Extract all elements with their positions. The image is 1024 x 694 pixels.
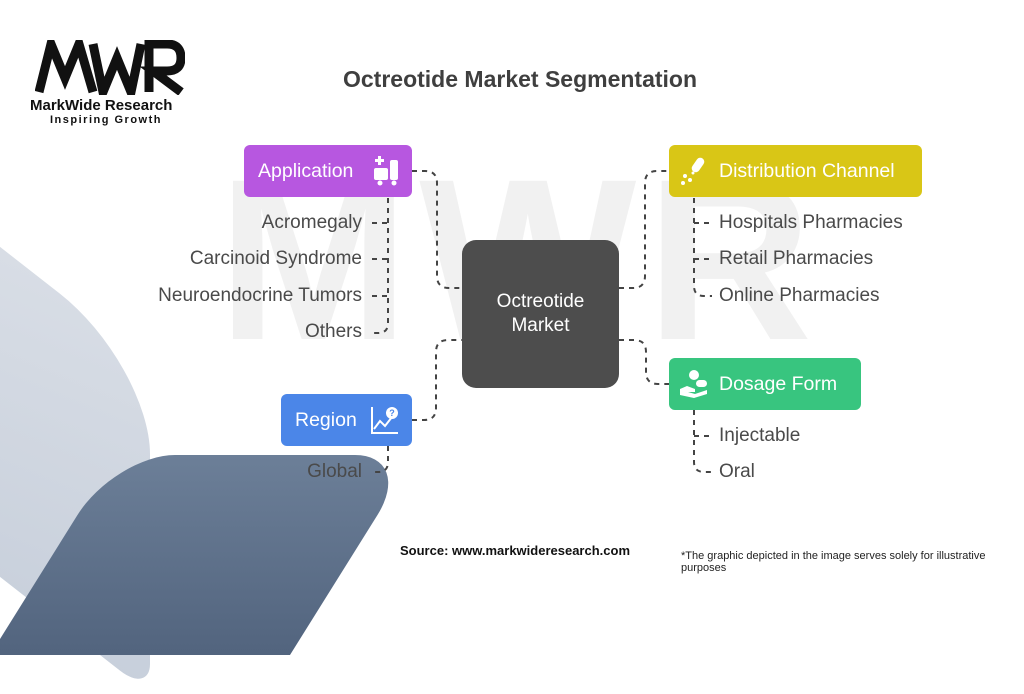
logo-name: MarkWide Research bbox=[30, 97, 173, 114]
segment-dosage-form: Dosage Form bbox=[669, 358, 861, 410]
connector-dosage bbox=[619, 339, 669, 385]
connector-distribution bbox=[619, 170, 669, 289]
connector-application-items bbox=[372, 198, 389, 334]
connector-distribution-items bbox=[693, 198, 712, 297]
list-item: Acromegaly bbox=[261, 212, 362, 233]
segment-region-label: Region bbox=[295, 408, 357, 431]
chart-question-icon: ? bbox=[371, 407, 398, 434]
list-item: Online Pharmacies bbox=[719, 285, 880, 306]
connector-application bbox=[412, 170, 462, 289]
segment-application-label: Application bbox=[258, 159, 354, 182]
segment-dosage-form-label: Dosage Form bbox=[719, 372, 838, 395]
list-item: Hospitals Pharmacies bbox=[719, 212, 903, 233]
logo: MarkWide Research Inspiring Growth bbox=[30, 40, 200, 126]
segment-distribution-channel: Distribution Channel bbox=[669, 145, 922, 197]
connector-region bbox=[412, 339, 462, 421]
list-item: Oral bbox=[719, 461, 755, 482]
list-item: Others bbox=[304, 321, 362, 342]
segment-region: Region ? bbox=[281, 394, 412, 446]
list-item: Injectable bbox=[719, 425, 801, 446]
disclaimer-note: *The graphic depicted in the image serve… bbox=[681, 550, 986, 574]
list-item: Global bbox=[307, 461, 362, 482]
hand-pill-icon bbox=[680, 370, 707, 398]
list-item: Neuroendocrine Tumors bbox=[158, 285, 362, 306]
connector-region-items bbox=[372, 446, 389, 473]
connector-dosage-items bbox=[693, 410, 712, 473]
segment-distribution-channel-label: Distribution Channel bbox=[719, 159, 895, 182]
svg-text:?: ? bbox=[389, 408, 395, 418]
list-item: Carcinoid Syndrome bbox=[189, 248, 362, 269]
medical-supplies-icon bbox=[374, 156, 398, 186]
page-title: Octreotide Market Segmentation bbox=[343, 66, 698, 92]
logo-mark-icon bbox=[35, 40, 185, 95]
center-node: Octreotide Market bbox=[462, 240, 619, 388]
logo-tagline: Inspiring Growth bbox=[50, 114, 162, 126]
segment-application: Application bbox=[244, 145, 412, 197]
connector-lines bbox=[372, 170, 712, 473]
pill-bottle-icon bbox=[681, 157, 705, 185]
source-note: Source: www.markwideresearch.com bbox=[400, 543, 631, 558]
list-item: Retail Pharmacies bbox=[719, 248, 874, 269]
center-node-label: Octreotide Market bbox=[496, 291, 585, 336]
